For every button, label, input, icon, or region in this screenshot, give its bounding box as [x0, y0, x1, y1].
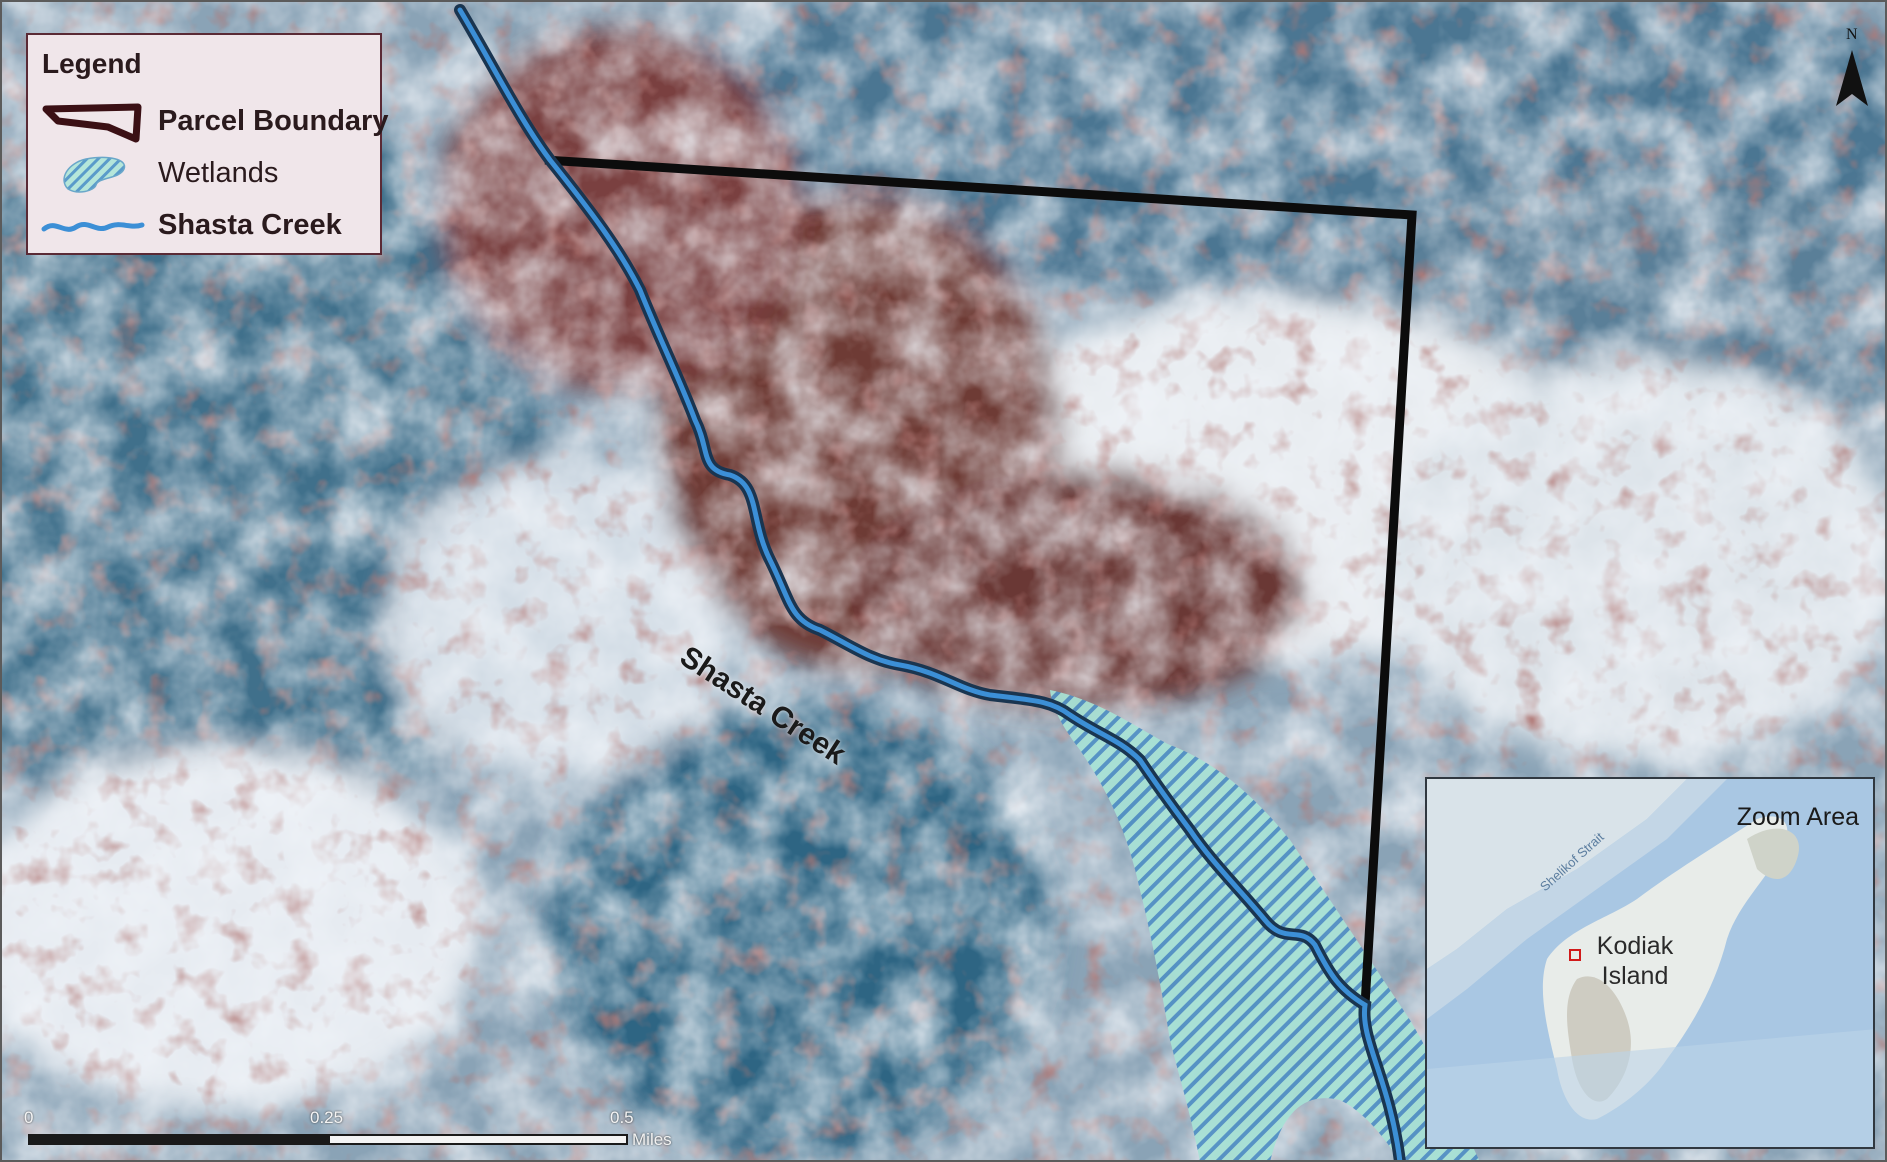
- legend-panel: Legend Parcel Boundary Wetlands: [26, 33, 388, 255]
- scale-unit: Miles: [632, 1130, 672, 1149]
- north-arrow: N: [1832, 22, 1872, 112]
- scale-bar-segment-1: [28, 1134, 328, 1145]
- legend-item-parcel-boundary: Parcel Boundary: [38, 97, 388, 145]
- north-label: N: [1846, 26, 1858, 43]
- north-arrow-icon: [1836, 50, 1868, 106]
- legend-item-shasta-creek: Shasta Creek: [38, 201, 374, 249]
- inset-title: Zoom Area: [1736, 803, 1859, 831]
- zoom-area-marker: [1569, 949, 1581, 961]
- wetlands-swatch: [63, 156, 126, 193]
- legend-item-wetlands: Wetlands: [38, 149, 374, 197]
- inset-place-label: Kodiak Island: [1596, 932, 1674, 990]
- legend-label-parcel-boundary: Parcel Boundary: [158, 105, 389, 137]
- scale-tick-0: 0: [24, 1108, 34, 1127]
- scale-bar-segment-2: [328, 1134, 628, 1145]
- legend-title: Legend: [42, 48, 142, 79]
- shasta-creek-line-highlight: [457, 7, 1403, 1162]
- inset-basemap: [1427, 779, 1873, 1147]
- parcel-boundary-line: [544, 155, 1417, 1006]
- creek-swatch: [41, 221, 145, 232]
- legend-label-shasta-creek: Shasta Creek: [158, 209, 342, 241]
- scale-tick-05: 0.5: [610, 1108, 634, 1127]
- scale-tick-025: 0.25: [310, 1108, 344, 1127]
- scale-bar: 0 0.25 0.5 Miles: [22, 1108, 682, 1158]
- inset-map[interactable]: Zoom Area Shelikof Strait Kodiak Island: [1425, 777, 1875, 1149]
- legend-label-wetlands: Wetlands: [158, 157, 279, 189]
- parcel-boundary-swatch: [42, 103, 142, 143]
